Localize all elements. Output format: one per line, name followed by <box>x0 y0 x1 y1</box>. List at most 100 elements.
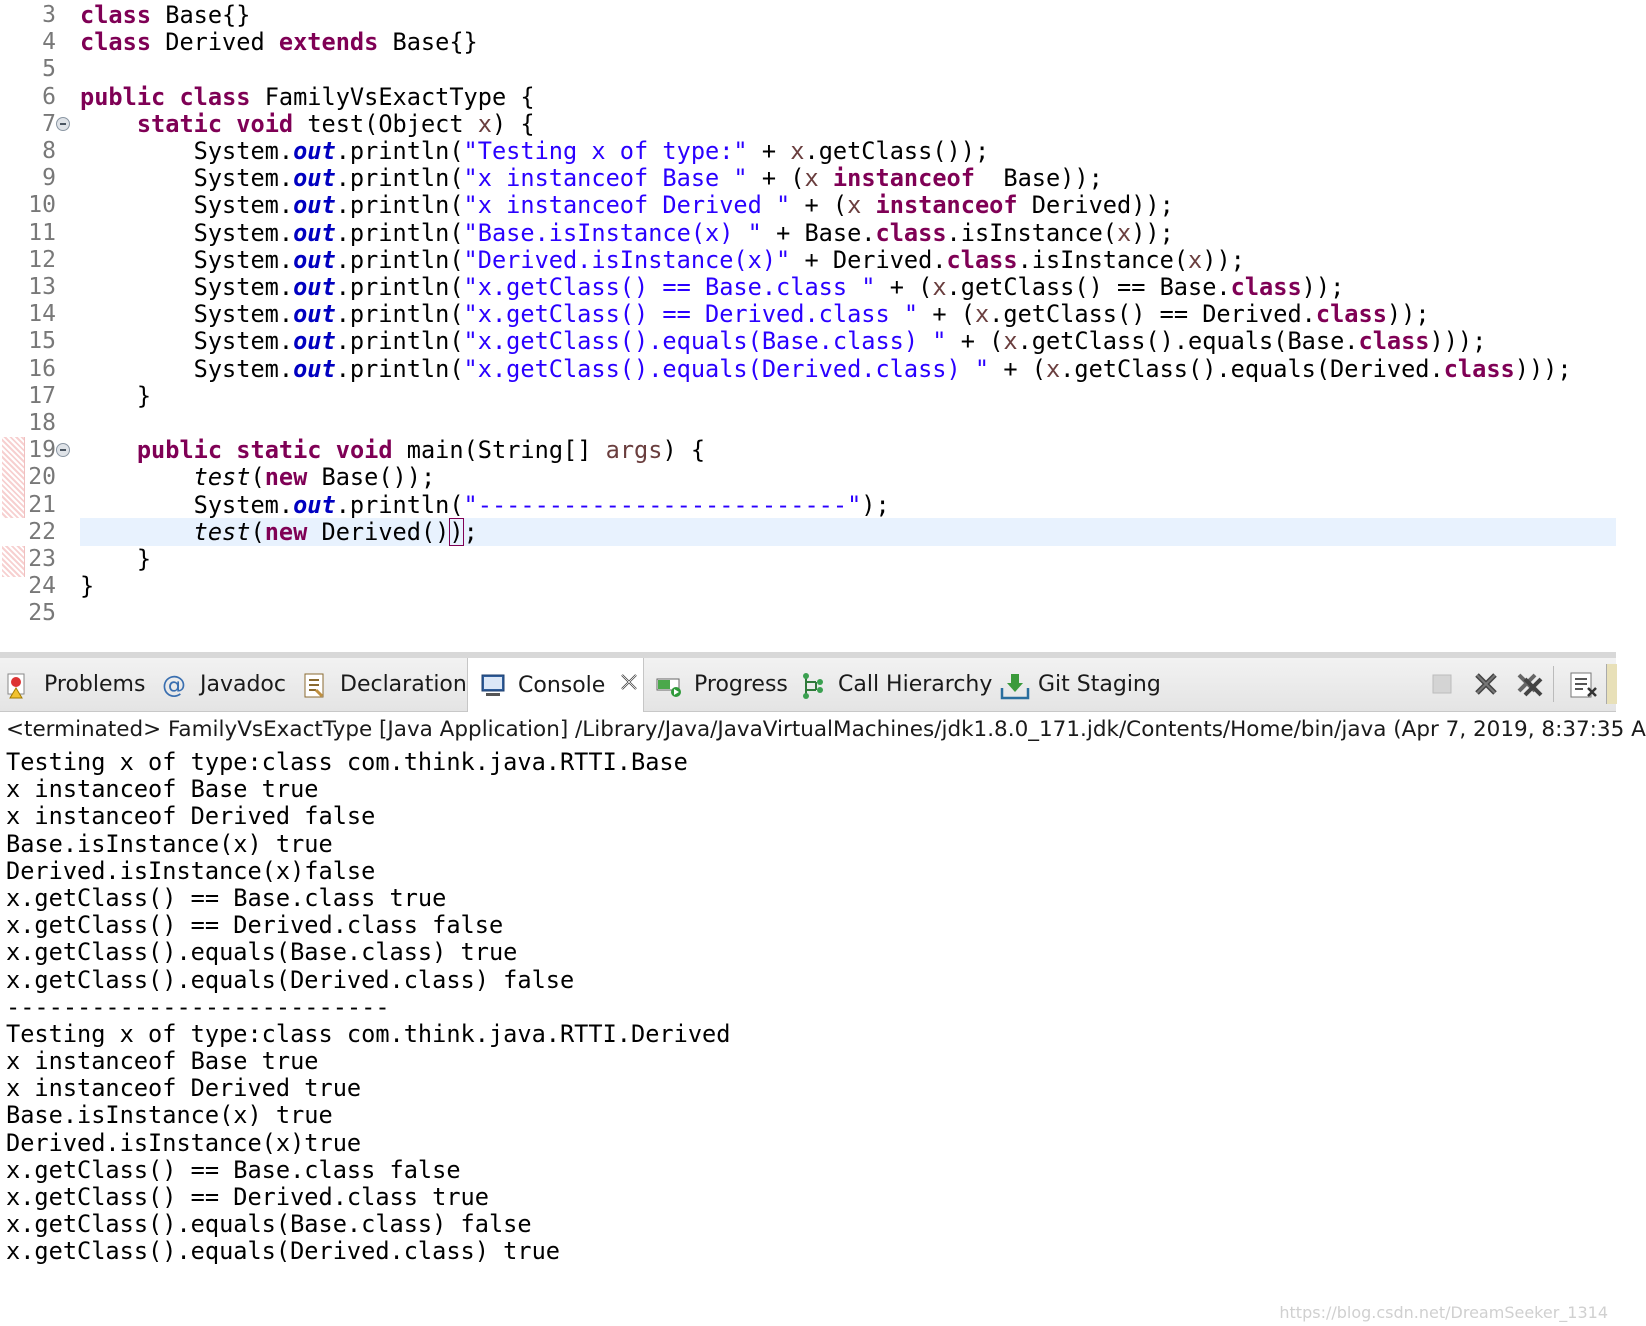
code-token: .println( <box>335 490 464 519</box>
code-line[interactable]: 25 <box>0 599 1616 627</box>
code-token: .getClass() == Base. <box>946 273 1231 301</box>
code-token: Base()); <box>307 463 436 492</box>
line-number: 4 <box>42 29 56 56</box>
line-number: 22 <box>28 518 56 545</box>
code-line[interactable]: 15 System.out.println("x.getClass().equa… <box>0 327 1616 355</box>
code-token: "--------------------------" <box>463 490 862 519</box>
console-line: x.getClass() == Base.class true <box>6 883 447 912</box>
code-line[interactable]: 7 static void test(Object x) { <box>0 110 1616 138</box>
tab-problems[interactable]: Problems <box>6 658 145 711</box>
tab-declaration[interactable]: Declaration <box>302 658 467 711</box>
stop-button[interactable] <box>1428 670 1456 698</box>
code-token: class <box>80 28 152 57</box>
code-line[interactable]: 3 class Base{} <box>0 1 1616 29</box>
code-token: + ( <box>946 327 1004 356</box>
line-number: 15 <box>28 328 56 355</box>
tab-javadoc[interactable]: @ Javadoc <box>162 658 286 711</box>
code-token: ( <box>250 463 265 492</box>
code-text: class Base{} <box>80 1 250 29</box>
code-token: .println( <box>335 137 464 165</box>
code-line[interactable]: 24} <box>0 572 1616 600</box>
code-token: ; <box>463 517 478 546</box>
tab-progress[interactable]: Progress <box>656 658 788 711</box>
view-tab-bar: Problems @ Javadoc Declaration Console P… <box>0 652 1617 712</box>
code-line[interactable]: 21 System.out.println("-----------------… <box>0 491 1616 519</box>
code-token <box>165 83 179 111</box>
line-number: 13 <box>28 274 56 300</box>
console-line: x.getClass() == Base.class false <box>6 1155 461 1184</box>
console-line: x.getClass().equals(Derived.class) true <box>6 1237 560 1266</box>
close-icon[interactable] <box>619 672 639 698</box>
code-line[interactable]: 9 System.out.println("x instanceof Base … <box>0 164 1616 192</box>
code-line[interactable]: 23 } <box>0 545 1616 573</box>
console-line: x.getClass().equals(Derived.class) false <box>6 965 575 994</box>
code-line[interactable]: 17 } <box>0 382 1616 410</box>
code-line[interactable]: 10 System.out.println("x instanceof Deri… <box>0 191 1616 219</box>
line-number: 10 <box>28 192 56 219</box>
code-token: .println( <box>335 300 464 329</box>
code-token <box>322 436 336 464</box>
code-token: System. <box>80 137 294 165</box>
console-icon <box>480 672 506 698</box>
remove-launch-button[interactable] <box>1472 670 1500 698</box>
code-line[interactable]: 11 System.out.println("Base.isInstance(x… <box>0 219 1616 247</box>
console-process-header: <terminated> FamilyVsExactType [Java App… <box>0 712 1646 748</box>
code-token: class <box>179 82 251 111</box>
tab-javadoc-label: Javadoc <box>200 672 286 697</box>
line-number: 23 <box>28 546 56 572</box>
code-line[interactable]: 19 public static void main(String[] args… <box>0 436 1616 464</box>
code-token: main(String[] <box>392 436 606 465</box>
code-line[interactable]: 13 System.out.println("x.getClass() == B… <box>0 273 1616 301</box>
console-line: Base.isInstance(x) true <box>6 1101 333 1130</box>
code-token: out <box>293 191 336 220</box>
code-token <box>861 191 875 219</box>
code-line[interactable]: 16 System.out.println("x.getClass().equa… <box>0 355 1616 383</box>
code-token: Base)); <box>974 164 1103 193</box>
code-token: new <box>264 463 308 492</box>
code-token: x <box>1003 327 1018 356</box>
code-text: static void test(Object x) { <box>80 110 535 138</box>
line-number: 3 <box>42 2 56 28</box>
code-line[interactable]: 12 System.out.println("Derived.isInstanc… <box>0 246 1616 274</box>
code-token: + Base. <box>761 218 876 247</box>
console-output[interactable]: Testing x of type:class com.think.java.R… <box>6 748 730 1265</box>
code-token: public <box>136 436 223 465</box>
code-token: )); <box>1386 300 1430 329</box>
code-token: class <box>1315 300 1387 329</box>
code-line[interactable]: 20 test(new Base()); <box>0 463 1616 491</box>
toolbar-overflow[interactable] <box>1606 664 1617 704</box>
progress-icon <box>656 672 682 698</box>
tab-git-staging[interactable]: Git Staging <box>1000 658 1161 711</box>
code-line[interactable]: 5 <box>0 55 1616 83</box>
console-line: Base.isInstance(x) true <box>6 829 333 858</box>
fold-toggle-icon[interactable] <box>56 443 70 458</box>
tab-console[interactable]: Console <box>467 658 644 712</box>
code-token: x <box>847 191 862 220</box>
console-line: Testing x of type:class com.think.java.R… <box>6 748 688 776</box>
at-sign-icon: @ <box>162 670 186 699</box>
console-line: x instanceof Base true <box>6 1047 319 1076</box>
code-token: System. <box>80 164 294 193</box>
line-number: 8 <box>42 138 56 164</box>
fold-toggle-icon[interactable] <box>56 116 70 131</box>
clear-console-button[interactable] <box>1568 670 1597 698</box>
line-number: 5 <box>42 56 56 83</box>
remove-all-terminated-button[interactable] <box>1514 670 1543 698</box>
line-number: 19 <box>28 437 56 464</box>
code-token: "x.getClass() == Base.class " <box>463 273 876 301</box>
console-line: x instanceof Derived false <box>6 802 376 831</box>
code-text: } <box>80 545 151 573</box>
code-token: )); <box>1301 273 1345 301</box>
console-line: x.getClass() == Derived.class false <box>6 911 504 940</box>
tab-call-hierarchy[interactable]: Call Hierarchy <box>800 658 992 711</box>
code-token: out <box>293 164 336 193</box>
problems-icon <box>6 672 32 698</box>
code-line[interactable]: 8 System.out.println("Testing x of type:… <box>0 137 1616 165</box>
code-line[interactable]: 14 System.out.println("x.getClass() == D… <box>0 300 1616 328</box>
code-line[interactable]: 22 test(new Derived()); <box>0 517 1616 546</box>
code-text: System.out.println("x instanceof Derived… <box>80 191 1174 219</box>
code-line[interactable]: 18 <box>0 409 1616 437</box>
